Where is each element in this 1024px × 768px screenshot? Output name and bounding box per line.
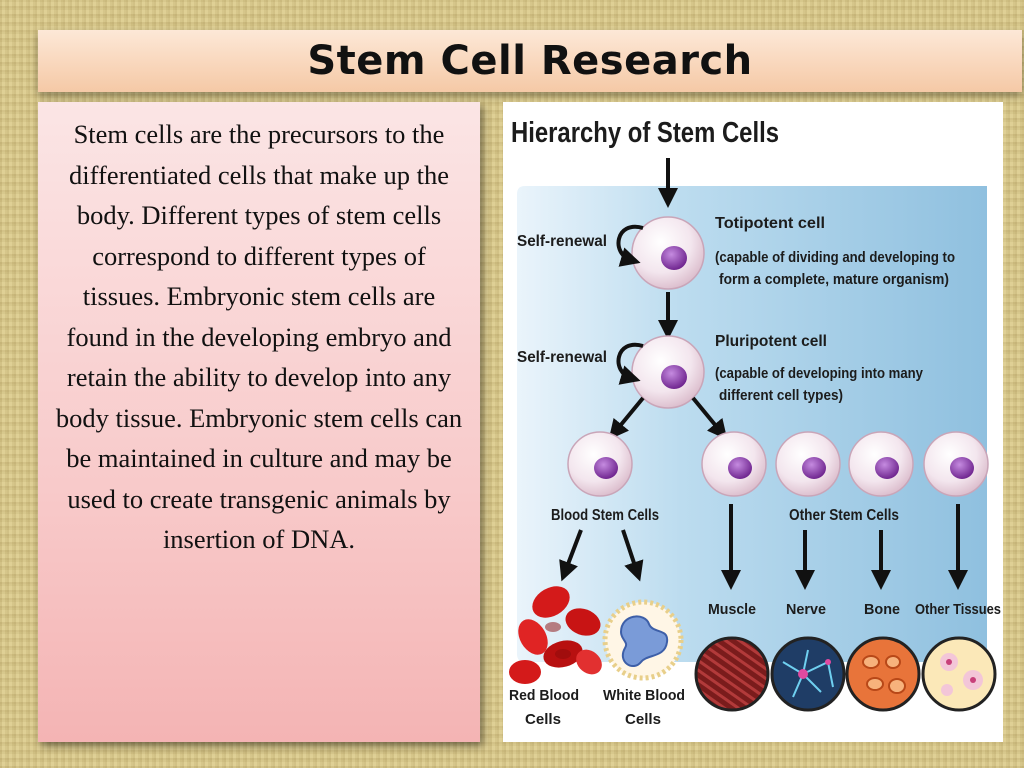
other-stem-cells-label: Other Stem Cells bbox=[789, 507, 899, 524]
tissue-label-bone: Bone bbox=[864, 601, 900, 618]
self-renewal-arrow-2 bbox=[616, 342, 644, 385]
nerve-tissue-image bbox=[770, 636, 846, 712]
text-box: Stem cells are the precursors to the dif… bbox=[38, 102, 480, 742]
other-stem-cell-nerve bbox=[775, 431, 841, 497]
arrow-to-blood-stem bbox=[608, 396, 645, 440]
blood-stem-cell bbox=[567, 431, 633, 497]
arrow-to-other-stem bbox=[691, 396, 728, 440]
pluripotent-cell bbox=[631, 335, 705, 409]
self-renewal-label-1: Self-renewal bbox=[517, 233, 607, 250]
red-blood-cells-label-1: Red Blood bbox=[509, 687, 579, 704]
totipotent-title: Totipotent cell bbox=[715, 215, 825, 232]
tissue-label-muscle: Muscle bbox=[708, 601, 756, 618]
slide-title: Stem Cell Research bbox=[307, 38, 753, 84]
totipotent-desc-1: (capable of dividing and developing to bbox=[715, 249, 955, 266]
white-blood-cell-image bbox=[602, 599, 684, 681]
self-renewal-arrow-1 bbox=[616, 224, 644, 267]
totipotent-desc-2: form a complete, mature organism) bbox=[719, 271, 949, 288]
title-bar: Stem Cell Research bbox=[38, 30, 1022, 92]
white-blood-cells-label-1: White Blood bbox=[603, 687, 685, 704]
body-paragraph: Stem cells are the precursors to the dif… bbox=[55, 119, 463, 554]
arrow-to-red-blood bbox=[559, 529, 583, 582]
bone-tissue-image bbox=[845, 636, 921, 712]
red-blood-cells-image bbox=[509, 586, 602, 684]
white-blood-cells-label-2: Cells bbox=[625, 711, 661, 728]
other-stem-cell-bone bbox=[848, 431, 914, 497]
other-stem-cell-muscle bbox=[701, 431, 767, 497]
stem-cell-hierarchy-diagram: Hierarchy of Stem Cells Self-renewal Tot… bbox=[503, 102, 1003, 742]
muscle-tissue-image bbox=[694, 636, 770, 712]
blood-stem-cells-label: Blood Stem Cells bbox=[551, 507, 659, 524]
blue-background-panel bbox=[517, 186, 987, 662]
tissue-label-nerve: Nerve bbox=[786, 601, 826, 618]
other-stem-cell-other bbox=[923, 431, 989, 497]
other-tissues-image bbox=[921, 636, 997, 712]
diagram-heading: Hierarchy of Stem Cells bbox=[511, 117, 779, 149]
tissue-label-other: Other Tissues bbox=[915, 601, 1001, 618]
arrow-to-white-blood bbox=[621, 529, 644, 582]
red-blood-cells-label-2: Cells bbox=[525, 711, 561, 728]
pluripotent-desc-1: (capable of developing into many bbox=[715, 365, 924, 382]
pluripotent-title: Pluripotent cell bbox=[715, 333, 827, 350]
self-renewal-label-2: Self-renewal bbox=[517, 349, 607, 366]
pluripotent-desc-2: different cell types) bbox=[719, 387, 843, 404]
